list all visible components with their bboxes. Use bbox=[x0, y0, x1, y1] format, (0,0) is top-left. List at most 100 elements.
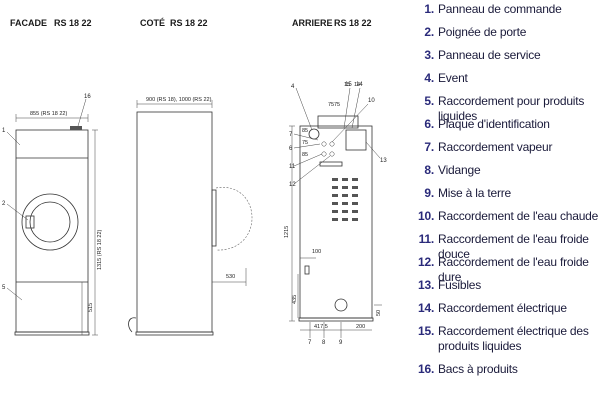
facade-body bbox=[15, 129, 89, 333]
legend-item: 11.Raccordement de l'eau froide douce bbox=[418, 232, 600, 261]
legend-label: Plaque d'identification bbox=[438, 117, 550, 131]
arriere-top-dim-3: 15 bbox=[344, 82, 350, 88]
arriere-dim-4175: 417,5 bbox=[314, 324, 328, 330]
cote-model: RS 18 22 bbox=[170, 18, 208, 28]
facade-base bbox=[14, 331, 90, 336]
legend-number: 12. bbox=[418, 255, 435, 269]
legend-label: Vidange bbox=[438, 163, 481, 177]
callout-13: 13 bbox=[380, 158, 387, 164]
arriere-title: ARRIERE bbox=[292, 18, 333, 28]
legend-label: Raccordement vapeur bbox=[438, 140, 553, 154]
legend-item: 8. Vidange bbox=[418, 163, 600, 186]
legend-number: 9. bbox=[424, 186, 434, 200]
arriere-top-dim-2: 75 bbox=[334, 102, 340, 108]
callout-12: 12 bbox=[289, 182, 296, 188]
legend-number: 16. bbox=[418, 362, 435, 376]
facade-width-dim: 855 (RS 18 22) bbox=[30, 111, 67, 117]
legend-label: Raccordement de l'eau froide dure bbox=[438, 255, 589, 284]
legend-item: 16.Bacs à produits bbox=[418, 362, 600, 385]
arriere-side-dim-3: 85 bbox=[302, 152, 308, 158]
legend-list: 1. Panneau de commande 2. Poignée de porte 3… bbox=[418, 2, 600, 385]
legend-number: 5. bbox=[424, 94, 434, 108]
cote-view: COTÉ RS 18 22 900 (RS 18), 1000 (RS 22) … bbox=[128, 18, 253, 336]
legend-label: Poignée de porte bbox=[438, 25, 527, 39]
callout-11: 11 bbox=[289, 164, 296, 170]
callout-8-bottom: 8 bbox=[322, 340, 326, 346]
arriere-height-dim: 1215 bbox=[284, 226, 290, 238]
facade-height-dim: 1315 (RS 18 22) bbox=[97, 229, 103, 270]
legend-number: 2. bbox=[424, 25, 434, 39]
legend-label: Raccordement de l'eau froide douce bbox=[438, 232, 589, 261]
legend-label: Raccordement pour produits liquides bbox=[438, 94, 585, 123]
arriere-top-dim-4: 14 bbox=[354, 82, 360, 88]
arriere-base bbox=[298, 317, 374, 322]
drain-pipe bbox=[128, 317, 137, 333]
vent-grille bbox=[332, 178, 358, 221]
legend-number: 6. bbox=[424, 117, 434, 131]
callout-10: 10 bbox=[368, 98, 375, 104]
legend-number: 1. bbox=[424, 2, 434, 16]
callout-15: 15 bbox=[345, 82, 352, 88]
arriere-dim-50: 50 bbox=[376, 310, 382, 316]
legend-item: 13.Fusibles bbox=[418, 278, 600, 301]
callout-14: 14 bbox=[356, 82, 363, 88]
facade-door-outer bbox=[21, 193, 79, 251]
legend-label: Raccordement de l'eau chaude bbox=[438, 209, 599, 223]
arriere-side-dim-2: 75 bbox=[302, 140, 308, 146]
cote-base bbox=[135, 331, 214, 336]
cote-door-dim: 530 bbox=[226, 274, 235, 280]
arriere-view: ARRIERE RS 18 22 1215 100 bbox=[284, 18, 387, 346]
door-swing-arc bbox=[215, 187, 253, 251]
ground-terminal bbox=[304, 265, 310, 275]
legend-number: 7. bbox=[424, 140, 434, 154]
legend-number: 15. bbox=[418, 324, 435, 338]
legend-number: 4. bbox=[424, 71, 434, 85]
legend-number: 3. bbox=[424, 48, 434, 62]
legend-label: Panneau de commande bbox=[438, 2, 562, 16]
callout-2: 2 bbox=[2, 201, 6, 207]
legend-label: Mise à la terre bbox=[438, 186, 512, 200]
legend-label: Panneau de service bbox=[438, 48, 541, 62]
legend-item: 7. Raccordement vapeur bbox=[418, 140, 600, 163]
arriere-model: RS 18 22 bbox=[334, 18, 372, 28]
arriere-dim-100: 100 bbox=[312, 249, 321, 255]
callout-16: 16 bbox=[84, 94, 91, 100]
legend-item: 4. Event bbox=[418, 71, 600, 94]
legend-label: Raccordement électrique bbox=[438, 301, 567, 315]
arriere-dim-435: 435 bbox=[292, 295, 298, 304]
legend-item: 9. Mise à la terre bbox=[418, 186, 600, 209]
legend-number: 11. bbox=[418, 232, 435, 246]
legend-item: 6. Plaque d'identification bbox=[418, 117, 600, 140]
facade-sub-dim: 515 bbox=[88, 303, 94, 312]
legend-label: Fusibles bbox=[438, 278, 482, 292]
product-tray bbox=[70, 126, 82, 130]
drain-outlet bbox=[334, 298, 348, 312]
legend-item: 10.Raccordement de l'eau chaude bbox=[418, 209, 600, 232]
legend-item: 3. Panneau de service bbox=[418, 48, 600, 71]
arriere-dim-200: 200 bbox=[356, 324, 365, 330]
door-handle bbox=[25, 215, 35, 229]
facade-title: FACADE bbox=[10, 18, 47, 28]
fuse-box bbox=[345, 129, 367, 151]
legend-number: 8. bbox=[424, 163, 434, 177]
legend-item: 12.Raccordement de l'eau froide dure bbox=[418, 255, 600, 284]
legend-label: Event bbox=[438, 71, 468, 85]
cote-title: COTÉ bbox=[140, 18, 165, 28]
cote-body bbox=[136, 111, 213, 333]
callout-7: 7 bbox=[289, 132, 293, 138]
legend-number: 13. bbox=[418, 278, 435, 292]
facade-door-inner bbox=[29, 201, 71, 243]
facade-view: FACADE RS 18 22 855 (RS 18 22) 1315 (RS … bbox=[2, 18, 103, 336]
legend-label: Bacs à produits bbox=[438, 362, 518, 376]
legend-item: 5. Raccordement pour produits liquides bbox=[418, 94, 600, 123]
arriere-top-dim-1: 75 bbox=[328, 102, 334, 108]
legend-label: Raccordement électrique des produits liq… bbox=[438, 324, 589, 353]
arriere-body bbox=[299, 125, 373, 319]
callout-9-bottom: 9 bbox=[339, 340, 343, 346]
callout-5: 5 bbox=[2, 285, 6, 291]
legend-item: 15.Raccordement électrique des produits … bbox=[418, 324, 600, 362]
legend-item: 14.Raccordement électrique bbox=[418, 301, 600, 324]
identification-plate bbox=[319, 161, 343, 167]
cote-width-dim: 900 (RS 18), 1000 (RS 22) bbox=[146, 97, 212, 103]
